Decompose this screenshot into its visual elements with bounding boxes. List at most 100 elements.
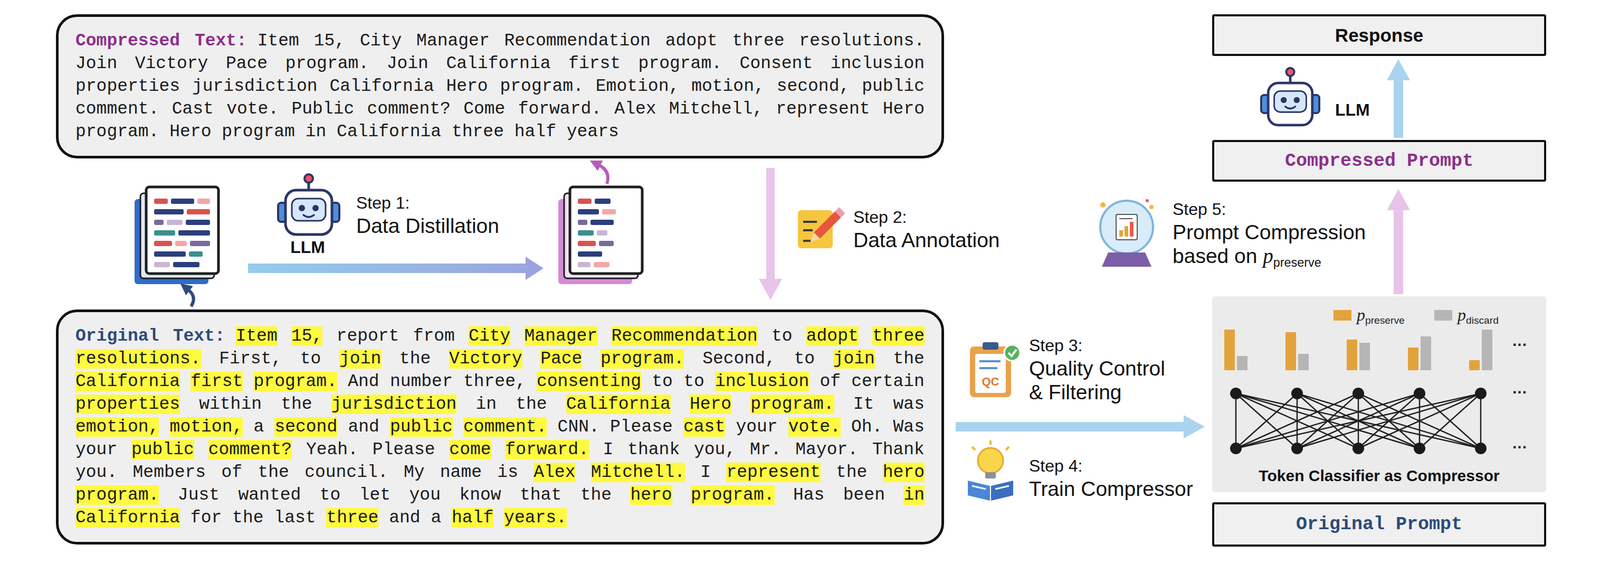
network-link	[1235, 393, 1359, 449]
compression-icon	[1100, 202, 1106, 208]
quality-control-icon	[979, 366, 998, 369]
token: It	[853, 394, 875, 414]
distillation-arrow	[248, 256, 544, 280]
network-link	[1358, 393, 1481, 449]
quality-control-icon	[969, 341, 1021, 397]
flow-arrow	[766, 167, 775, 279]
token: know	[459, 484, 501, 505]
label-anchor: ...	[1512, 433, 1528, 452]
label-anchor: LLM	[290, 237, 326, 257]
math-subscript: discard	[1465, 314, 1499, 326]
token: you.	[75, 462, 118, 482]
quality-control-icon	[1004, 344, 1021, 361]
neuron	[1230, 442, 1242, 454]
token: been	[843, 484, 885, 505]
highlighted-token: cast	[683, 416, 726, 437]
math-subscript: preserve	[1273, 255, 1322, 270]
robot-icon	[1261, 68, 1320, 126]
preserve-bar	[1407, 347, 1419, 370]
network-link	[1297, 393, 1481, 449]
document-stack-original	[170, 198, 195, 204]
label-anchor: Step 2:	[853, 207, 907, 227]
token: Please	[372, 439, 436, 460]
token: was	[893, 394, 925, 414]
highlighted-token: join	[833, 348, 875, 369]
label-anchor: LLM	[1335, 100, 1370, 120]
label-anchor: QC	[982, 374, 1000, 389]
network-link	[1419, 393, 1481, 449]
step-number: Step 1:	[356, 193, 410, 213]
document-stack-original	[166, 219, 183, 225]
token: the	[893, 348, 925, 369]
document-stack-original	[178, 230, 211, 236]
step-number: Step 3:	[1029, 335, 1083, 356]
label-anchor: Prompt Compression based on ppreserve	[1172, 220, 1395, 269]
token: Thank	[872, 439, 925, 460]
math-symbol: p	[1457, 305, 1466, 325]
ellipsis: ...	[1512, 331, 1528, 350]
text-panel: Original Text:Item 15, report from City …	[55, 309, 945, 545]
highlighted-token: program.	[750, 394, 834, 414]
token: the	[232, 507, 264, 528]
highlighted-token: Item	[235, 326, 278, 346]
training-icon	[989, 440, 992, 445]
training-icon	[995, 485, 1009, 489]
step-name: Data Annotation	[853, 228, 1000, 253]
highlighted-token: jurisdiction	[331, 394, 457, 414]
neuron	[1291, 387, 1303, 399]
document-stack-original	[189, 240, 211, 246]
distillation-arrow	[248, 263, 527, 273]
annotation-icon	[810, 232, 821, 242]
highlighted-token: hero	[630, 484, 672, 505]
training-icon	[967, 440, 1014, 501]
token: last	[273, 507, 316, 528]
highlighted-token: three	[326, 507, 379, 528]
preserve-bar	[1469, 359, 1480, 370]
flow-arrow	[955, 421, 1184, 432]
network-link	[1235, 393, 1298, 449]
legend-text: ppreserve	[1356, 305, 1405, 325]
highlighted-token: half	[451, 507, 494, 528]
compression-icon	[1119, 217, 1133, 219]
document-stack-original	[134, 186, 219, 284]
highlighted-token: forward.	[505, 439, 589, 460]
highlighted-token: Recommendation	[611, 326, 758, 346]
label-anchor: Step 1:	[356, 193, 410, 213]
highlighted-token: Hero	[689, 394, 732, 414]
highlighted-token: California	[566, 394, 671, 414]
highlighted-token: Victory	[449, 348, 523, 369]
result-arrow	[598, 164, 608, 184]
token: for	[190, 507, 222, 528]
token: let	[359, 484, 391, 505]
document-stack-compressed	[590, 219, 614, 225]
network-link	[1235, 393, 1420, 449]
neuron	[1230, 387, 1242, 399]
training-icon	[972, 485, 986, 489]
token: within	[198, 394, 262, 414]
discard-bar	[1359, 342, 1370, 370]
token: a	[430, 507, 442, 528]
token: And	[347, 371, 379, 392]
token: to	[771, 326, 793, 346]
token: in	[475, 394, 497, 414]
document-stack-original	[154, 230, 176, 236]
step-name: Train Compressor	[1029, 477, 1194, 501]
token: the	[580, 484, 612, 505]
paragraph: Original Text:Item 15, report from City …	[75, 324, 925, 529]
network-link	[1235, 393, 1237, 449]
label-anchor: Step 5:	[1172, 199, 1226, 219]
network-link	[1235, 393, 1481, 449]
document-stack-original	[197, 198, 211, 204]
document-stack-compressed	[593, 261, 610, 268]
token: name	[440, 462, 482, 482]
compression-icon	[1101, 252, 1152, 267]
token: to	[300, 348, 322, 369]
output-box: Response	[1212, 14, 1547, 56]
quality-control-icon	[975, 353, 1006, 393]
token: and	[347, 416, 379, 437]
document-stack-compressed	[577, 208, 599, 215]
network-link	[1235, 393, 1481, 449]
icon-label: QC	[982, 374, 1000, 389]
network-link	[1235, 393, 1359, 449]
compression-icon	[1100, 198, 1154, 267]
